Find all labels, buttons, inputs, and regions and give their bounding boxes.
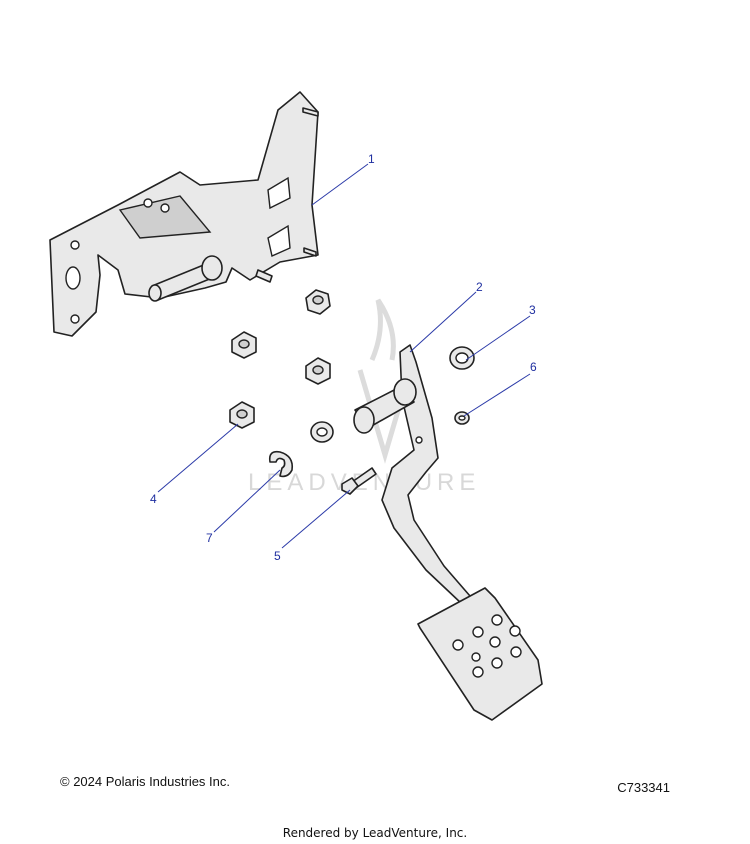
callout-1[interactable]: 1 — [368, 152, 375, 166]
bushing-lower — [310, 421, 334, 443]
rendered-by-credit: Rendered by LeadVenture, Inc. — [282, 826, 468, 840]
leader-line-4 — [157, 423, 239, 493]
leader-line-1 — [311, 163, 369, 206]
leader-line-7 — [213, 469, 281, 533]
flange-nut — [229, 401, 255, 429]
pedal-arm-part — [353, 344, 543, 721]
leader-line-3 — [465, 315, 531, 361]
leader-line-5 — [281, 489, 351, 549]
leader-line-6 — [463, 373, 531, 417]
flange-nut — [305, 357, 331, 385]
callout-2[interactable]: 2 — [476, 280, 483, 294]
callout-3[interactable]: 3 — [529, 303, 536, 317]
copyright-notice: © 2024 Polaris Industries Inc. — [60, 774, 230, 789]
flange-nut — [305, 289, 331, 315]
callout-6[interactable]: 6 — [530, 360, 537, 374]
bolt-part — [341, 467, 377, 495]
flange-nut — [231, 331, 257, 359]
callout-4[interactable]: 4 — [150, 492, 157, 506]
bracket-part — [49, 91, 319, 337]
leader-line-2 — [409, 291, 477, 353]
drawing-id: C733341 — [617, 780, 670, 795]
bushing-part — [449, 346, 475, 370]
retaining-clip-part — [268, 450, 294, 478]
callout-7[interactable]: 7 — [206, 531, 213, 545]
callout-5[interactable]: 5 — [274, 549, 281, 563]
pedal-pad-holes — [452, 614, 522, 678]
